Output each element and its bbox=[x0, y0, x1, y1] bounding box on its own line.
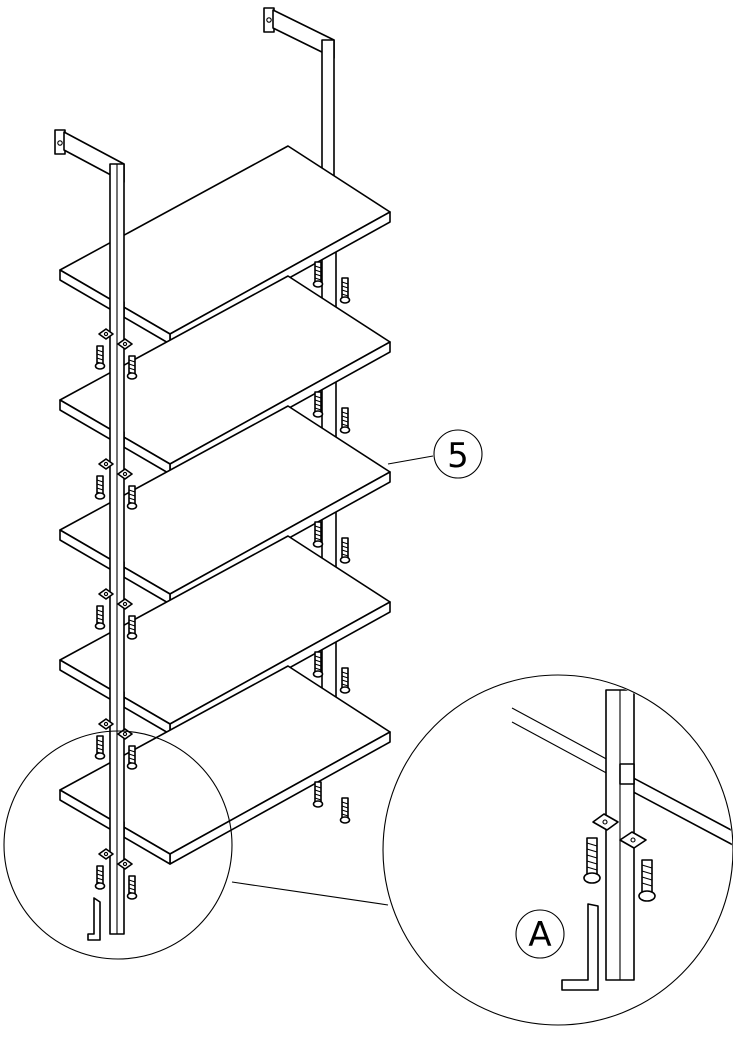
screw-icon bbox=[312, 261, 324, 288]
screw-icon bbox=[339, 667, 351, 694]
shelf-bracket bbox=[98, 328, 114, 340]
shelf-bracket bbox=[98, 848, 114, 860]
shelf-callout-label: 5 bbox=[447, 436, 469, 476]
shelf-bracket bbox=[98, 588, 114, 600]
left-wall-bracket bbox=[54, 129, 125, 183]
detail-circle-large: A bbox=[382, 674, 733, 1026]
screw-icon bbox=[339, 277, 351, 304]
shelf-bracket bbox=[117, 468, 133, 480]
shelf-bracket bbox=[98, 718, 114, 730]
shelf-bracket bbox=[117, 338, 133, 350]
screw-icon bbox=[339, 407, 351, 434]
detail-circle-small bbox=[3, 730, 233, 960]
screw-icon bbox=[339, 797, 351, 824]
shelf-callout: 5 bbox=[387, 429, 483, 479]
screw-icon bbox=[94, 865, 106, 890]
screw-icon bbox=[312, 521, 324, 548]
screw-icon bbox=[638, 859, 656, 902]
screw-icon bbox=[126, 875, 138, 900]
shelf-stack bbox=[59, 145, 391, 865]
tool-callout bbox=[515, 909, 565, 959]
screw-icon bbox=[94, 605, 106, 630]
allen-key-icon bbox=[87, 897, 101, 941]
screw-icon bbox=[583, 837, 601, 884]
screw-icon bbox=[94, 345, 106, 370]
screw-icon bbox=[312, 781, 324, 808]
shelf-bracket bbox=[117, 598, 133, 610]
left-upright bbox=[109, 163, 125, 935]
right-wall-bracket bbox=[263, 7, 335, 186]
screw-icon bbox=[126, 355, 138, 380]
hardware-group bbox=[94, 261, 351, 900]
screw-icon bbox=[126, 485, 138, 510]
tool-callout-label: A bbox=[528, 915, 551, 955]
screw-icon bbox=[339, 537, 351, 564]
allen-key-icon bbox=[561, 903, 599, 991]
screw-icon bbox=[126, 745, 138, 770]
detail-connector bbox=[231, 881, 389, 906]
screw-icon bbox=[126, 615, 138, 640]
shelf-bracket bbox=[98, 458, 114, 470]
screw-icon bbox=[312, 651, 324, 678]
shelf-bracket bbox=[117, 858, 133, 870]
screw-icon bbox=[94, 475, 106, 500]
screw-icon bbox=[312, 391, 324, 418]
screw-icon bbox=[94, 735, 106, 760]
